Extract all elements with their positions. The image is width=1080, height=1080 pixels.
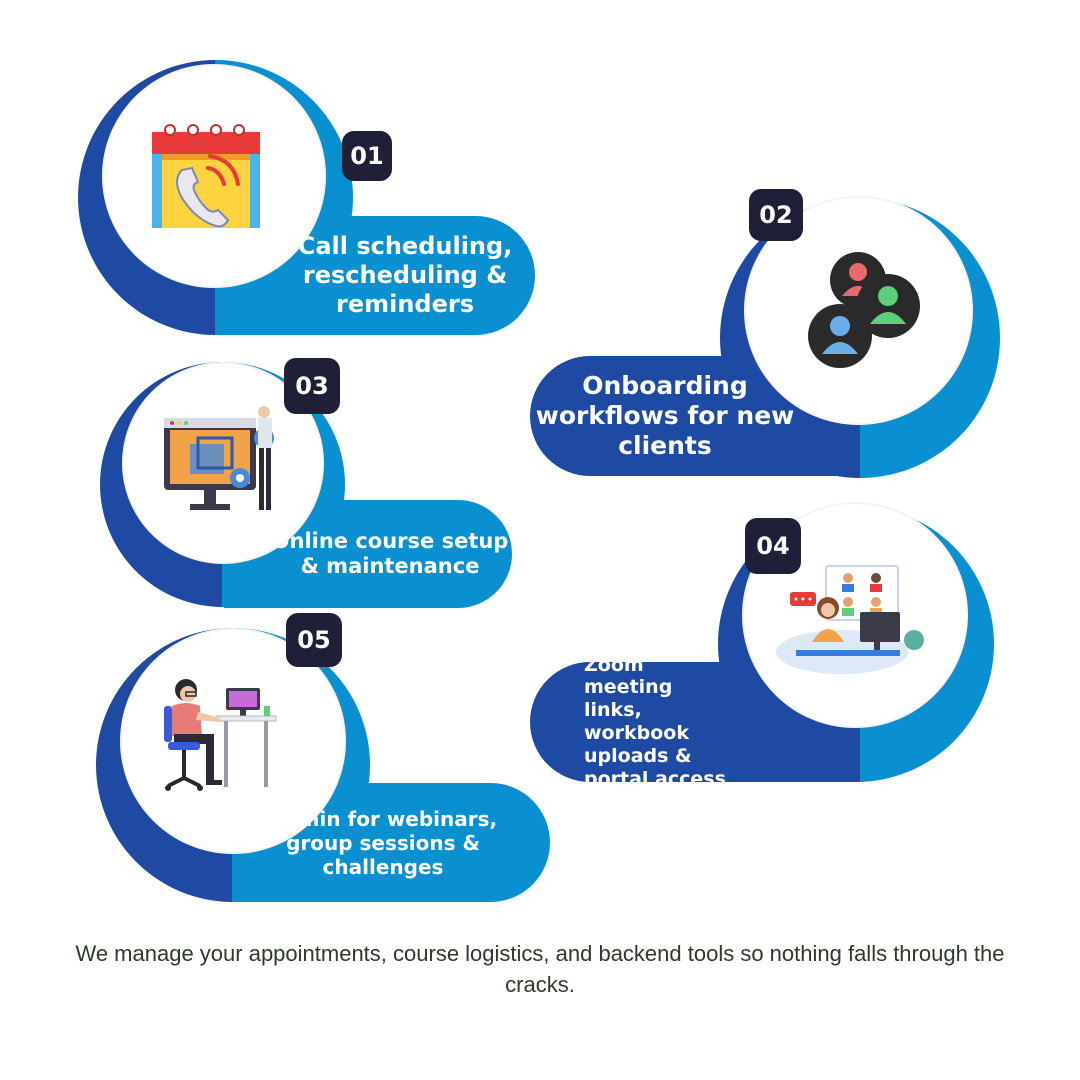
step-03-badge: 03 <box>284 358 340 414</box>
person-at-desk-icon <box>164 679 277 791</box>
user-group-icon <box>808 252 920 368</box>
step-04-badge: 04 <box>745 518 801 574</box>
step-02-badge: 02 <box>749 189 803 241</box>
footer-caption: We manage your appointments, course logi… <box>75 941 1005 997</box>
video-meeting-icon <box>776 565 924 674</box>
step-05-disc <box>122 630 344 852</box>
step-05-badge: 05 <box>286 613 342 667</box>
step-01-badge: 01 <box>342 131 392 181</box>
step-05-label: Admin for webinars, group sessions & cha… <box>232 783 550 902</box>
calendar-phone-icon <box>152 124 260 228</box>
step-03-label: Online course setup & maintenance <box>224 500 512 608</box>
course-setup-monitor-icon <box>164 406 274 510</box>
